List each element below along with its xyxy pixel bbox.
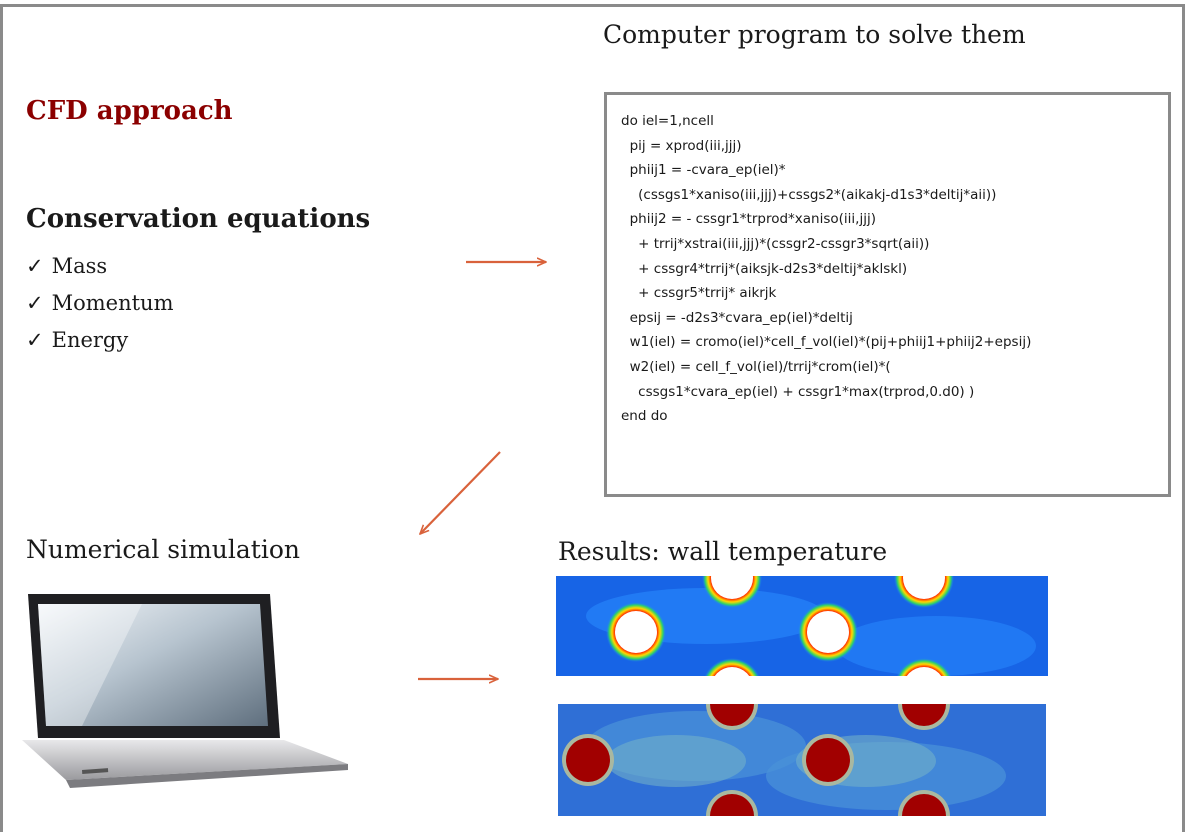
arrow-down-left-icon: [420, 451, 501, 534]
program-heading: Computer program to solve them: [603, 20, 1026, 49]
code-line: epsij = -d2s3*cvara_ep(iel)*deltij: [621, 309, 853, 326]
top-temperature-map: [556, 576, 1048, 728]
code-line: end do: [621, 408, 668, 425]
bottom-temperature-map: [556, 676, 1048, 826]
code-line: + cssgr5*trrij* aikrjk: [621, 285, 777, 302]
results-heading: Results: wall temperature: [558, 537, 888, 566]
code-line: phiij2 = - cssgr1*trprod*xaniso(iii,jjj): [621, 211, 876, 228]
checkmark-icon: ✓: [26, 254, 44, 278]
check-item-mass: ✓Mass: [26, 254, 108, 278]
code-line: pij = xprod(iii,jjj): [621, 137, 742, 154]
checkmark-icon: ✓: [26, 291, 44, 315]
check-item-momentum: ✓Momentum: [26, 291, 174, 315]
code-line: do iel=1,ncell: [621, 113, 714, 129]
code-line: + cssgr4*trrij*(aiksjk-d2s3*deltij*aklsk…: [621, 260, 908, 277]
numerical-simulation-heading: Numerical simulation: [26, 535, 300, 564]
wall-temperature-plots: [556, 576, 1048, 826]
conservation-heading: Conservation equations: [26, 204, 371, 234]
check-item-energy: ✓Energy: [26, 328, 129, 352]
code-line: w2(iel) = cell_f_vol(iel)/trrij*crom(iel…: [621, 358, 891, 375]
code-listing: do iel=1,ncell pij = xprod(iii,jjj) phii…: [604, 92, 1171, 497]
code-line: phiij1 = -cvara_ep(iel)*: [621, 162, 786, 179]
slide-frame: [0, 4, 1185, 832]
checkmark-icon: ✓: [26, 328, 44, 352]
code-line: w1(iel) = cromo(iel)*cell_f_vol(iel)*(pi…: [621, 334, 1032, 351]
code-line: cssgs1*cvara_ep(iel) + cssgr1*max(trprod…: [621, 383, 975, 400]
code-line: (cssgs1*xaniso(iii,jjj)+cssgs2*(aikakj-d…: [621, 186, 997, 203]
cfd-approach-heading: CFD approach: [26, 96, 233, 126]
code-line: + trrij*xstrai(iii,jjj)*(cssgr2-cssgr3*s…: [621, 235, 930, 252]
laptop-image: [22, 594, 348, 788]
equation-checklist: ✓Mass ✓Momentum ✓Energy: [26, 248, 174, 359]
